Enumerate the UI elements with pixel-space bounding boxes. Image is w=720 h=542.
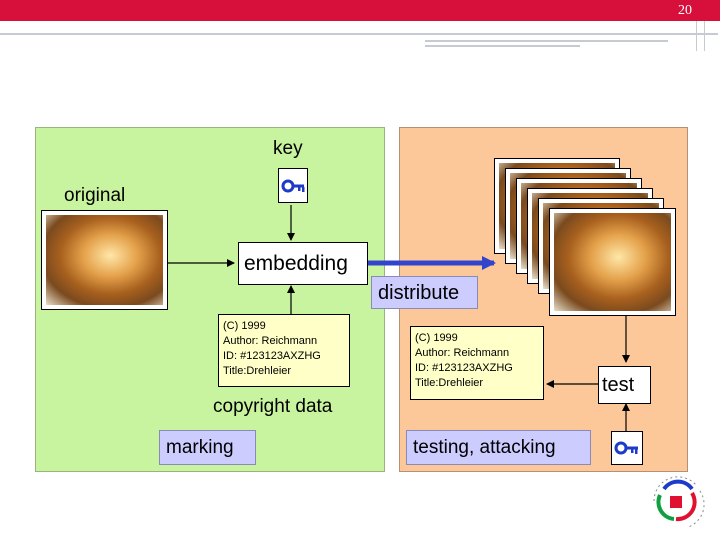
slide-number: 20 — [678, 3, 692, 18]
header-tick — [704, 21, 705, 51]
original-label: original — [64, 185, 126, 206]
copyright-line: Title:Drehleier — [223, 365, 292, 377]
header-rule — [0, 33, 718, 35]
embedding-box — [238, 242, 368, 285]
copyright-line: Author: Reichmann — [223, 335, 318, 347]
header-rule-short — [425, 40, 668, 42]
embedding-label: embedding — [244, 252, 348, 275]
testing-attacking-tag: testing, attacking — [406, 430, 591, 465]
test-box — [598, 366, 651, 404]
copyright-line: Author: Reichmann — [415, 347, 510, 359]
copyright-note-right: (C) 1999 Author: Reichmann ID: #123123AX… — [410, 326, 544, 400]
original-image — [41, 210, 168, 310]
key-icon — [611, 431, 643, 465]
copyright-line: Title:Drehleier — [415, 377, 484, 389]
copyright-data-label: copyright data — [213, 396, 333, 417]
test-label: test — [602, 374, 635, 396]
copyright-line: ID: #123123AXZHG — [223, 350, 321, 362]
copyright-line: (C) 1999 — [223, 320, 266, 332]
header-rule-shorter — [425, 45, 580, 47]
institution-logo: STIE PERSATUAN BANJAR — [640, 467, 716, 537]
distributed-copy-front — [549, 208, 676, 316]
copyright-note-left: (C) 1999 Author: Reichmann ID: #123123AX… — [218, 314, 350, 387]
distribute-tag: distribute — [371, 276, 478, 309]
key-icon — [278, 168, 308, 203]
copyright-line: (C) 1999 — [415, 332, 458, 344]
header-tick — [696, 21, 697, 51]
top-bar — [0, 0, 720, 21]
copyright-line: ID: #123123AXZHG — [415, 362, 513, 374]
marking-tag: marking — [159, 430, 256, 465]
key-label: key — [273, 138, 303, 159]
